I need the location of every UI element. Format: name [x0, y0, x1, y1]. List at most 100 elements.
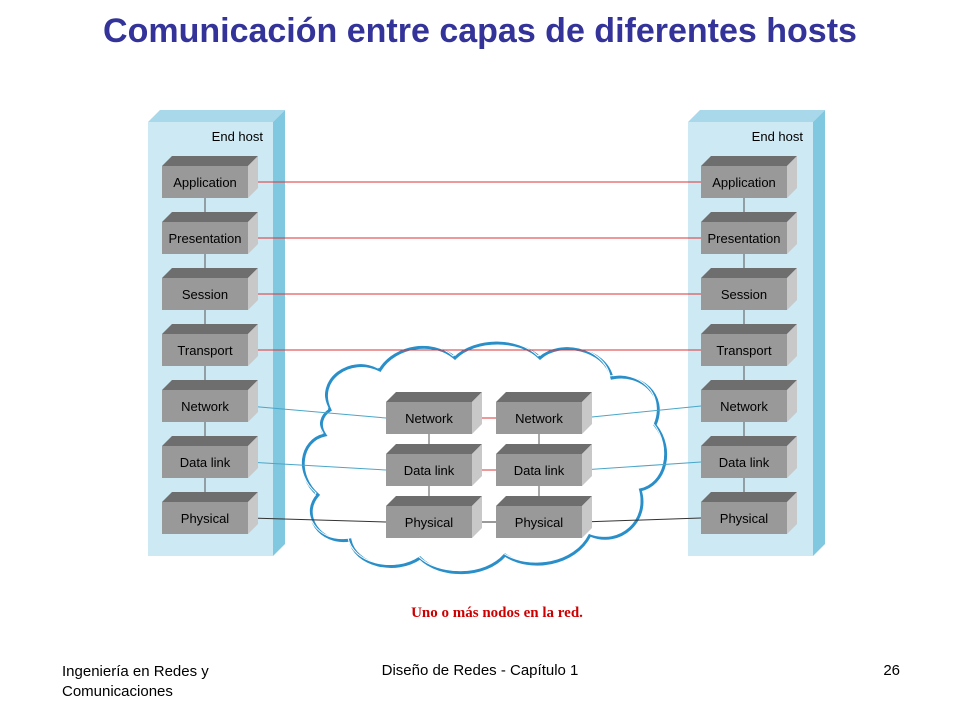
node2-physical-layer-label: Physical: [515, 515, 564, 530]
left-physical-layer-label: Physical: [181, 511, 230, 526]
right-network-layer-side: [787, 380, 797, 422]
left-transport-layer-face: [162, 334, 248, 366]
right-transport-layer-side: [787, 324, 797, 366]
left-application-layer-label: Application: [173, 175, 237, 190]
left-network-layer-side: [248, 380, 258, 422]
right-network-layer-top: [701, 380, 797, 390]
right-application-layer-label: Application: [712, 175, 776, 190]
left-application-layer-side: [248, 156, 258, 198]
node1-physical-layer-top: [386, 496, 482, 506]
left-data-link-layer-face: [162, 446, 248, 478]
page-number: 26: [883, 662, 900, 679]
right-data-link-layer-top: [701, 436, 797, 446]
left-transport-layer-label: Transport: [177, 343, 233, 358]
node1-network-layer-side: [472, 392, 482, 434]
right-physical-layer-side: [787, 492, 797, 534]
left-link-physical: [247, 517, 387, 523]
left-network-layer-top: [162, 380, 258, 390]
left-presentation-layer-side: [248, 212, 258, 254]
right-link-physical: [581, 517, 702, 523]
left-host-side: [273, 110, 285, 556]
right-host-label: End host: [752, 129, 804, 144]
right-host-side: [813, 110, 825, 556]
left-host-label: End host: [212, 129, 264, 144]
left-transport-layer-top: [162, 324, 258, 334]
left-data-link-layer-label: Data link: [180, 455, 231, 470]
node1-network-layer-top: [386, 392, 482, 402]
right-application-layer-face: [701, 166, 787, 198]
left-presentation-layer-face: [162, 222, 248, 254]
node1-data-link-layer-label: Data link: [404, 463, 455, 478]
page-title: Comunicación entre capas de diferentes h…: [103, 12, 857, 50]
node1-physical-layer-label: Physical: [405, 515, 454, 530]
cloud-shape: [301, 341, 668, 575]
right-network-layer-face: [701, 390, 787, 422]
node2-network-layer-label: Network: [515, 411, 563, 426]
right-transport-layer-top: [701, 324, 797, 334]
node1-network-layer-face: [386, 402, 472, 434]
node2-data-link-layer-face: [496, 454, 582, 486]
node1-data-link-layer-top: [386, 444, 482, 454]
left-physical-layer-face: [162, 502, 248, 534]
right-data-link-layer-side: [787, 436, 797, 478]
right-session-layer-face: [701, 278, 787, 310]
left-link-data-link: [247, 461, 387, 471]
right-physical-layer-face: [701, 502, 787, 534]
left-link-network: [247, 405, 387, 419]
left-physical-layer-side: [248, 492, 258, 534]
left-presentation-layer-label: Presentation: [169, 231, 242, 246]
node1-physical-layer-side: [472, 496, 482, 538]
right-data-link-layer-label: Data link: [719, 455, 770, 470]
right-transport-layer-label: Transport: [716, 343, 772, 358]
right-network-layer-label: Network: [720, 399, 768, 414]
left-data-link-layer-top: [162, 436, 258, 446]
left-session-layer-label: Session: [182, 287, 228, 302]
node1-network-layer-label: Network: [405, 411, 453, 426]
right-presentation-layer-side: [787, 212, 797, 254]
right-presentation-layer-label: Presentation: [708, 231, 781, 246]
right-physical-layer-label: Physical: [720, 511, 769, 526]
node1-physical-layer-face: [386, 506, 472, 538]
left-network-layer-label: Network: [181, 399, 229, 414]
network-cloud: [300, 340, 668, 575]
right-application-layer-top: [701, 156, 797, 166]
right-session-layer-top: [701, 268, 797, 278]
node2-physical-layer-face: [496, 506, 582, 538]
right-link-network: [581, 405, 702, 419]
right-session-layer-label: Session: [721, 287, 767, 302]
cloud-highlight: [300, 340, 665, 572]
left-host-top: [148, 110, 285, 122]
right-presentation-layer-top: [701, 212, 797, 222]
right-application-layer-side: [787, 156, 797, 198]
node2-physical-layer-top: [496, 496, 592, 506]
right-link-data-link: [581, 461, 702, 471]
right-host-top: [688, 110, 825, 122]
right-physical-layer-top: [701, 492, 797, 502]
left-application-layer-top: [162, 156, 258, 166]
left-application-layer-face: [162, 166, 248, 198]
left-transport-layer-side: [248, 324, 258, 366]
left-physical-layer-top: [162, 492, 258, 502]
right-presentation-layer-face: [701, 222, 787, 254]
node2-data-link-layer-side: [582, 444, 592, 486]
left-session-layer-side: [248, 268, 258, 310]
right-session-layer-side: [787, 268, 797, 310]
left-session-layer-top: [162, 268, 258, 278]
node2-network-layer-side: [582, 392, 592, 434]
node1-data-link-layer-side: [472, 444, 482, 486]
node2-network-layer-top: [496, 392, 592, 402]
left-data-link-layer-side: [248, 436, 258, 478]
left-network-layer-face: [162, 390, 248, 422]
node2-data-link-layer-top: [496, 444, 592, 454]
node2-physical-layer-side: [582, 496, 592, 538]
footer-course: Ingeniería en Redes y Comunicaciones: [62, 663, 209, 700]
node1-data-link-layer-face: [386, 454, 472, 486]
right-transport-layer-face: [701, 334, 787, 366]
network-caption: Uno o más nodos en la red.: [411, 605, 583, 621]
left-session-layer-face: [162, 278, 248, 310]
footer-chapter: Diseño de Redes - Capítulo 1: [381, 662, 579, 679]
node2-data-link-layer-label: Data link: [514, 463, 565, 478]
